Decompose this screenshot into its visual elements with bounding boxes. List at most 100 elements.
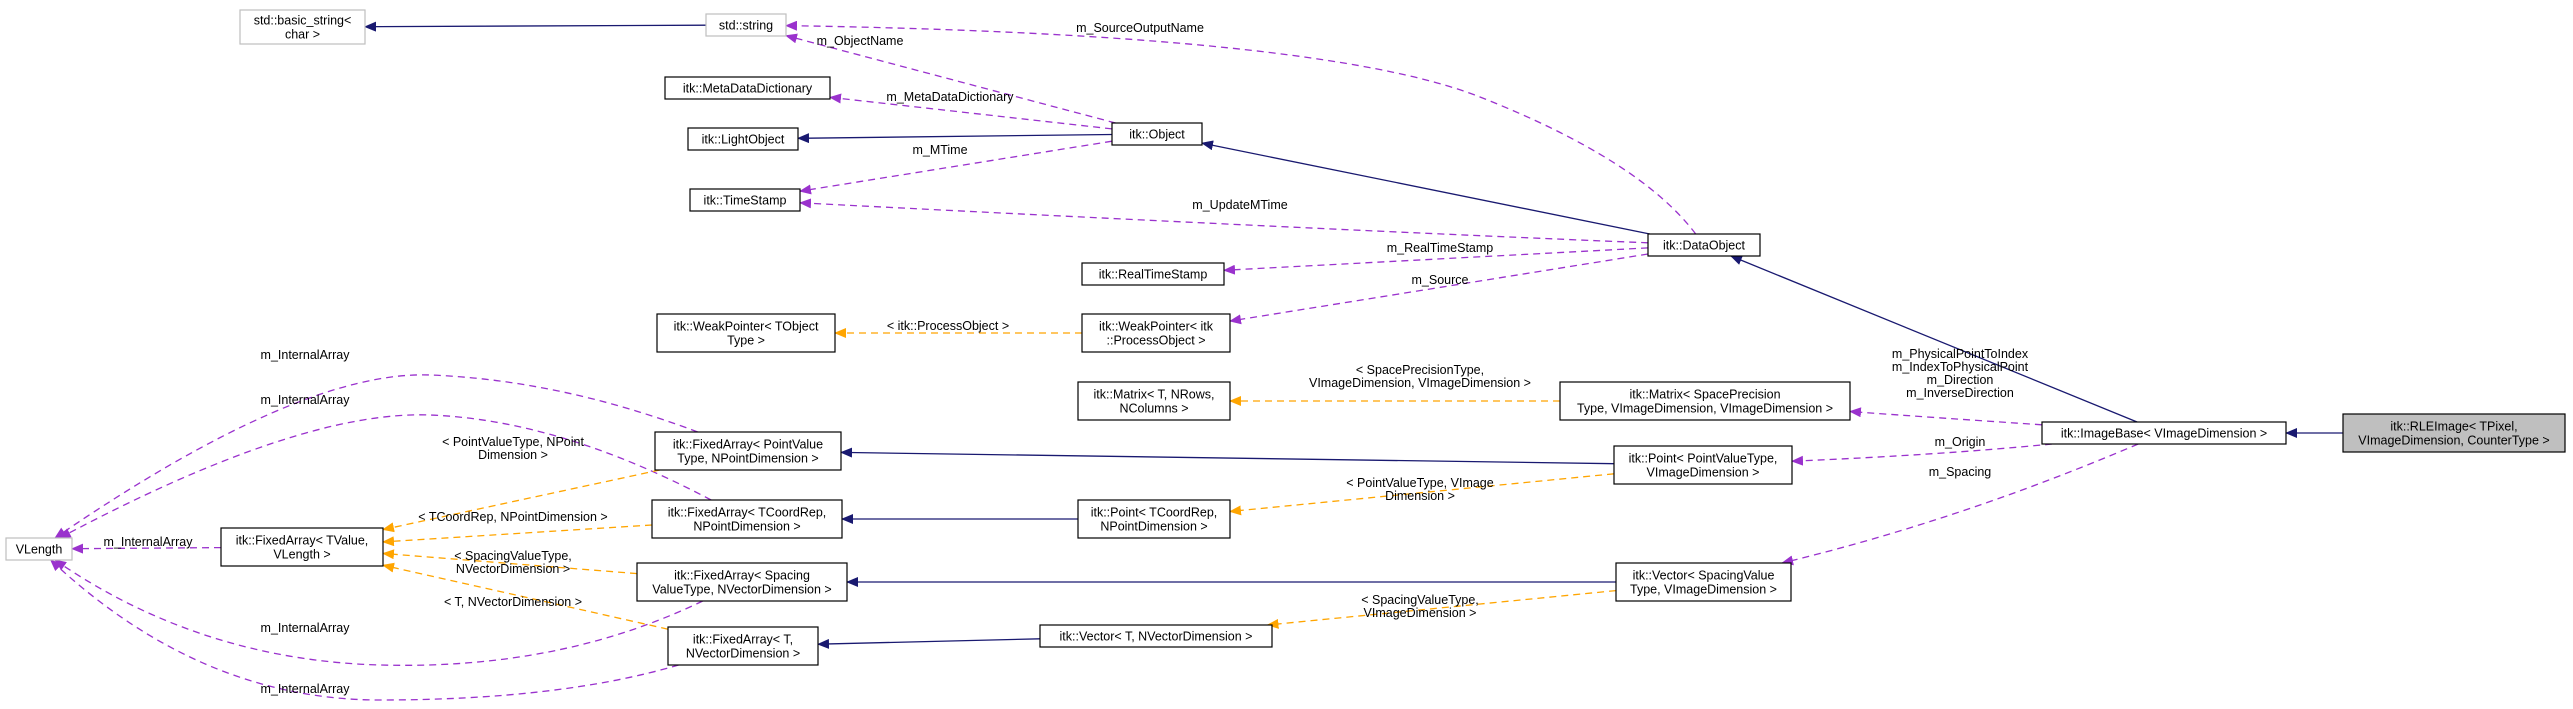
edge-template-fixedarray_tv-to-fixedarray_tc [382, 524, 653, 547]
class-node-label: VLength [16, 543, 63, 557]
class-node-box [667, 626, 819, 666]
edge-inheritance-object-to-dataobject [1201, 140, 1650, 235]
edge-usage-weakpointer_po-to-dataobject [1229, 253, 1649, 325]
edge-inheritance-lightobject-to-object [797, 133, 1113, 144]
class-node-basic-string[interactable]: std::basic_string<char > [239, 9, 366, 45]
edge-label-line: VImageDimension, VImageDimension > [1309, 376, 1531, 390]
edge-usage-vector_sv-to-imagebase [1781, 443, 2139, 566]
class-node-matrix-t[interactable]: itk::Matrix< T, NRows,NColumns > [1077, 381, 1231, 421]
class-node-label: itk::Vector< SpacingValue [1633, 569, 1775, 583]
class-node-label: itk::FixedArray< T, [693, 633, 793, 647]
class-node-object[interactable]: itk::Object [1111, 122, 1203, 146]
edge-inheritance-fixedarray_t-to-vector_t [817, 638, 1041, 649]
class-node-metadatadictionary[interactable]: itk::MetaDataDictionary [664, 76, 831, 100]
class-node-box [1077, 381, 1231, 421]
class-node-box [687, 127, 799, 151]
edge-label-line: < PointValueType, NPoint [442, 435, 584, 449]
edge-label: m_SourceOutputName [1076, 21, 1204, 35]
class-node-point-tc[interactable]: itk::Point< TCoordRep,NPointDimension > [1077, 499, 1231, 539]
edge-label: m_InternalArray [104, 535, 194, 549]
class-node-vector-t[interactable]: itk::Vector< T, NVectorDimension > [1039, 624, 1273, 648]
class-node-label: VImageDimension, CounterType > [2358, 434, 2549, 448]
edge-label-line: m_ObjectName [817, 34, 904, 48]
edge-label: m_InternalArray [261, 393, 351, 407]
edge-inheritance-basic_string-to-string [364, 21, 707, 32]
class-node-label: std::string [719, 19, 773, 33]
edge-label-line: m_InternalArray [261, 348, 351, 362]
edge-label-line: m_InternalArray [261, 393, 351, 407]
edge-usage-string-to-dataobject [785, 20, 1697, 235]
class-node-fixedarray-sv[interactable]: itk::FixedArray< SpacingValueType, NVect… [636, 562, 848, 602]
edge-label-line: Dimension > [1385, 489, 1455, 503]
class-node-label: Type, VImageDimension > [1630, 583, 1777, 597]
class-node-label: NVectorDimension > [686, 647, 800, 661]
edge-inheritance-fixedarray_pv-to-point_pv [840, 447, 1615, 465]
class-node-fixedarray-tc[interactable]: itk::FixedArray< TCoordRep,NPointDimensi… [651, 499, 843, 539]
edge-label: m_InternalArray [261, 682, 351, 696]
edge-labels-layer: m_ObjectName m_SourceOutputName m_MetaData… [104, 21, 2029, 696]
class-node-box [5, 537, 73, 561]
class-node-dataobject[interactable]: itk::DataObject [1647, 233, 1761, 257]
class-node-label: itk::WeakPointer< itk [1099, 320, 1214, 334]
class-node-label: itk::FixedArray< TValue, [236, 534, 369, 548]
edge-label: m_Spacing [1929, 465, 1992, 479]
class-node-label: char > [285, 28, 320, 42]
edge-label: m_InternalArray [261, 348, 351, 362]
edge-label: < SpacingValueType,VImageDimension > [1361, 593, 1479, 620]
class-node-label: ::ProcessObject > [1107, 334, 1206, 348]
edges-layer [49, 20, 2343, 701]
class-node-timestamp[interactable]: itk::TimeStamp [689, 188, 801, 212]
class-node-box [239, 9, 366, 45]
class-node-label: itk::Vector< T, NVectorDimension > [1060, 630, 1253, 644]
edge-label: m_InternalArray [261, 621, 351, 635]
class-node-string[interactable]: std::string [705, 13, 787, 37]
class-node-label: VImageDimension > [1647, 466, 1760, 480]
class-node-weakpointer-po[interactable]: itk::WeakPointer< itk::ProcessObject > [1081, 313, 1231, 353]
class-node-label: VLength > [273, 548, 330, 562]
edge-label-line: < TCoordRep, NPointDimension > [418, 510, 607, 524]
edge-usage-vlength-to-fixedarray_tc [58, 414, 712, 539]
edge-label-line: m_Source [1412, 273, 1469, 287]
edge-label-line: < itk::ProcessObject > [887, 319, 1009, 333]
class-node-label: itk::FixedArray< TCoordRep, [668, 506, 827, 520]
class-node-vlength[interactable]: VLength [5, 537, 73, 561]
class-node-box [1559, 381, 1851, 421]
edge-usage-string-to-object [785, 33, 1116, 124]
class-node-label: itk::Matrix< T, NRows, [1094, 388, 1215, 402]
edge-label: < SpacePrecisionType,VImageDimension, VI… [1309, 363, 1531, 390]
edge-label-line: < T, NVectorDimension > [444, 595, 582, 609]
class-node-imagebase[interactable]: itk::ImageBase< VImageDimension > [2041, 421, 2287, 445]
edge-label-line: Dimension > [478, 448, 548, 462]
class-node-label: itk::RealTimeStamp [1099, 268, 1208, 282]
edge-label-line: < PointValueType, VImage [1346, 476, 1493, 490]
class-node-box [2041, 421, 2287, 445]
class-node-fixedarray-tv[interactable]: itk::FixedArray< TValue,VLength > [220, 527, 384, 567]
edge-usage-vlength-to-fixedarray_sv [54, 559, 703, 666]
edge-usage-vlength-to-fixedarray_t [49, 559, 679, 701]
edge-usage-vlength-to-fixedarray_tv [71, 543, 222, 554]
class-node-vector-sv[interactable]: itk::Vector< SpacingValueType, VImageDim… [1615, 562, 1792, 602]
edge-label: < SpacingValueType,NVectorDimension > [454, 549, 572, 576]
class-node-box [1077, 499, 1231, 539]
class-node-label: itk::LightObject [702, 133, 785, 147]
class-node-fixedarray-t[interactable]: itk::FixedArray< T,NVectorDimension > [667, 626, 819, 666]
class-node-lightobject[interactable]: itk::LightObject [687, 127, 799, 151]
class-node-box [1081, 262, 1225, 286]
edge-usage-matrix_sp-to-imagebase [1849, 407, 2043, 426]
class-node-matrix-sp[interactable]: itk::Matrix< SpacePrecisionType, VImageD… [1559, 381, 1851, 421]
edge-label-line: m_InverseDirection [1906, 386, 2014, 400]
edge-label-line: m_MetaDataDictionary [886, 90, 1014, 104]
edge-inheritance-dataobject-to-imagebase [1729, 255, 2138, 423]
class-node-box [656, 313, 836, 353]
edge-label-line: m_InternalArray [104, 535, 194, 549]
class-node-fixedarray-pv[interactable]: itk::FixedArray< PointValueType, NPointD… [654, 431, 842, 471]
edge-label-line: m_UpdateMTime [1192, 198, 1287, 212]
class-node-point-pv[interactable]: itk::Point< PointValueType,VImageDimensi… [1613, 445, 1793, 485]
class-node-label: itk::ImageBase< VImageDimension > [2061, 427, 2267, 441]
class-node-label: ValueType, NVectorDimension > [652, 583, 831, 597]
class-node-realtimestamp[interactable]: itk::RealTimeStamp [1081, 262, 1225, 286]
